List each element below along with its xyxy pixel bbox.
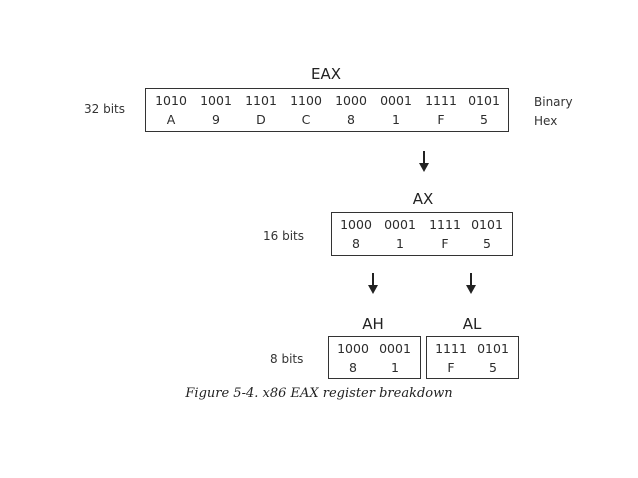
ah-hex-digit-2: 1 [391, 360, 399, 375]
ax-hex-digit-4: 5 [483, 236, 491, 251]
ax-binary-nibble-4: 0101 [471, 217, 503, 232]
ax-binary-nibble-1: 1000 [340, 217, 372, 232]
eax-binary-nibble-5: 1000 [335, 93, 367, 108]
ax-binary-nibble-2: 0001 [384, 217, 416, 232]
hex-row-label: Hex [534, 114, 558, 128]
eax-hex-digit-2: 9 [212, 112, 220, 127]
ax-binary-nibble-3: 1111 [429, 217, 461, 232]
ax-register-box: 1000 0001 1111 0101 8 1 F 5 [331, 212, 513, 256]
eax-binary-nibble-6: 0001 [380, 93, 412, 108]
eax-binary-nibble-2: 1001 [200, 93, 232, 108]
al-hex-digit-1: F [447, 360, 455, 375]
ah-register-box: 1000 0001 8 1 [328, 336, 421, 379]
al-hex-digit-2: 5 [489, 360, 497, 375]
eax-hex-digit-7: F [437, 112, 445, 127]
ax-hex-digit-2: 1 [396, 236, 404, 251]
eax-register-name: EAX [310, 65, 341, 83]
eax-hex-digit-6: 1 [392, 112, 400, 127]
eax-binary-nibble-3: 1101 [245, 93, 277, 108]
ah-hex-digit-1: 8 [349, 360, 357, 375]
eax-register-box: 1010 1001 1101 1100 1000 0001 1111 0101 … [145, 88, 509, 132]
eax-hex-digit-1: A [166, 112, 176, 127]
ah-al-width-label: 8 bits [270, 352, 304, 366]
ah-binary-nibble-2: 0001 [379, 341, 411, 356]
ah-binary-nibble-1: 1000 [337, 341, 369, 356]
ax-hex-digit-1: 8 [352, 236, 360, 251]
al-register-box: 1111 0101 F 5 [426, 336, 519, 379]
al-binary-nibble-2: 0101 [477, 341, 509, 356]
al-register-name: AL [462, 315, 482, 333]
down-arrow-icon [419, 151, 429, 173]
eax-hex-digit-5: 8 [347, 112, 355, 127]
eax-binary-nibble-4: 1100 [290, 93, 322, 108]
eax-hex-digit-3: D [256, 112, 266, 127]
ax-width-label: 16 bits [263, 229, 304, 243]
eax-width-label: 32 bits [84, 102, 125, 116]
eax-binary-nibble-7: 1111 [425, 93, 457, 108]
eax-hex-digit-8: 5 [480, 112, 488, 127]
eax-hex-digit-4: C [301, 112, 311, 127]
ax-hex-digit-3: F [441, 236, 449, 251]
al-binary-nibble-1: 1111 [435, 341, 467, 356]
ah-register-name: AH [362, 315, 384, 333]
down-arrow-icon [466, 273, 476, 295]
ax-register-name: AX [412, 190, 434, 208]
down-arrow-icon [368, 273, 378, 295]
eax-binary-nibble-1: 1010 [155, 93, 187, 108]
binary-row-label: Binary [534, 95, 573, 109]
eax-binary-nibble-8: 0101 [468, 93, 500, 108]
figure-caption: Figure 5-4. x86 EAX register breakdown [185, 386, 453, 401]
